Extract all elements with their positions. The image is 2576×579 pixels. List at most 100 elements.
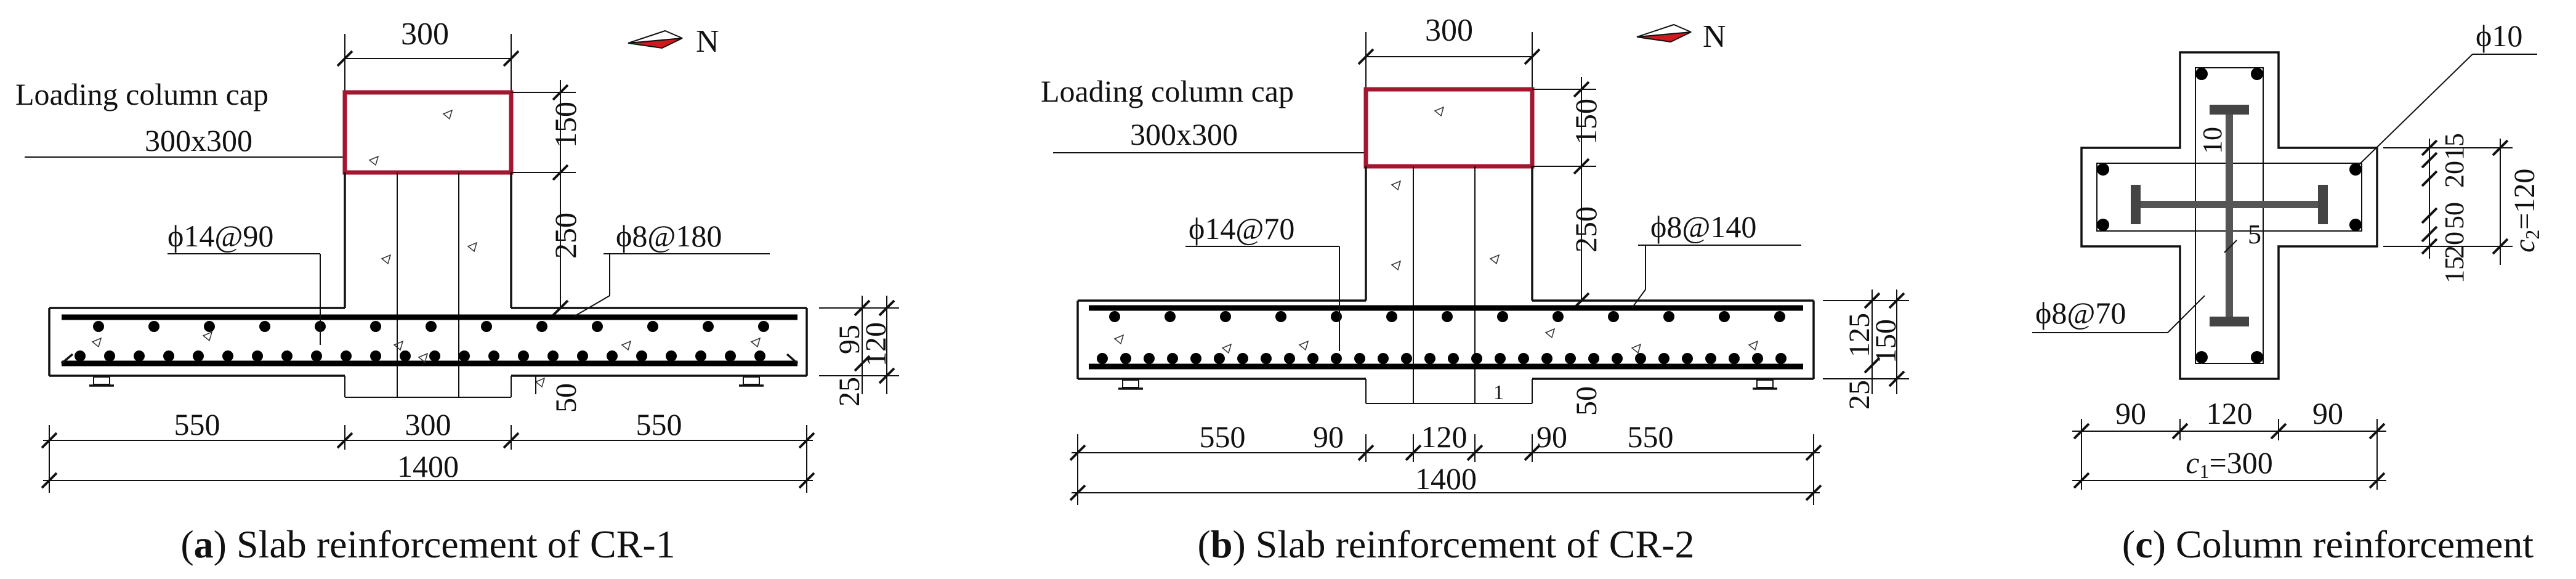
right-dims [2383,139,2513,265]
column-stub [344,172,512,398]
rebar-dot [222,350,233,362]
rebar-dot [488,350,499,362]
support-left-icon [1118,379,1143,390]
phi10-label: ϕ10 [2476,18,2522,53]
rebar-dot [1552,311,1564,322]
c1-dim: c1=300 [2186,445,2272,482]
rebar-dot [1144,353,1155,364]
rebar-dot [1565,353,1576,364]
dim-120: 120 [2207,396,2253,431]
phi8-label: ϕ8@70 [2035,296,2126,330]
dim-300: 300 [405,407,451,442]
rebar-dot [1220,311,1231,322]
rebar-bottom-label: ϕ14@90 [168,219,273,253]
steel-section-vertical [2210,105,2249,326]
rebar-dot [1719,311,1730,322]
dim-120: 120 [1421,419,1468,454]
rebar-dot [426,321,437,332]
rebar-dot [481,321,492,332]
top-rebar-dots [93,321,769,332]
cap-label-line2: 300x300 [145,123,252,158]
rebar-dot [1097,353,1108,364]
dim-90-left: 90 [2115,396,2146,431]
right-dim-2: 50 [2439,202,2469,229]
rebar-dot [1284,353,1295,364]
rebar-dot [1331,353,1342,364]
dim-550-left: 550 [1200,419,1246,454]
column-section-outline [2080,51,2378,380]
dim-5-tick [2224,240,2237,253]
dim-90-left: 90 [1313,419,1344,454]
dim-5: 5 [2248,219,2261,249]
dim-total: 1400 [1415,461,1477,496]
loading-column-cap [342,90,514,175]
rebar-dot [370,321,381,332]
rebar-dot [252,350,263,362]
dim-125: 125 [1843,313,1876,357]
corner-bars [2097,68,2362,363]
c2-dim: c2=120 [2508,169,2543,253]
rebar-dot [1386,311,1397,322]
rebar-dot [647,321,658,332]
rebar-dot [1497,311,1508,322]
caption-c: (c) Column reinforcement [2122,522,2534,566]
rebar-dot [1109,311,1120,322]
rebar-dot [636,350,647,362]
slab-thickness-dims [819,296,899,394]
top-width-dimension [1357,32,1541,89]
right-dim-0: 15 [2439,133,2469,160]
rebar-bottom-label: ϕ14@70 [1189,211,1294,246]
dim-550-left: 550 [174,407,220,442]
bar-hooks [60,353,799,365]
rebar-dot [1448,353,1459,364]
loading-column-cap [1363,87,1535,169]
rebar-dot [1442,311,1453,322]
rebar-dot [1752,353,1763,364]
rebar-dot [134,350,145,362]
dim-10: 10 [2197,127,2227,154]
dim-550-right: 550 [1628,419,1674,454]
rebar-dot [1424,353,1435,364]
rebar-top-label: ϕ8@180 [616,219,722,253]
rebar-dot [1541,353,1552,364]
rebar-dot [1120,353,1131,364]
dim-150-right: 150 [1870,319,1902,363]
caption-a: (a) Slab reinforcement of CR-1 [180,522,675,566]
rebar-dot [281,350,293,362]
cap-label-line1: Loading column cap [15,77,269,111]
top-rebar-dots [1109,311,1785,322]
panel-b: N 300 Loading column cap 300x300 [1041,13,1909,566]
dim-550-right: 550 [636,407,682,442]
dim-150: 150 [548,102,583,148]
rebar-dot [204,321,215,332]
panel-a: N 300 Loading column cap 300x300 [15,17,899,566]
dim-1: 1 [1493,381,1504,404]
rebar-dot [1471,353,1482,364]
rebar-top-label: ϕ8@140 [1650,209,1756,244]
slab-outline [48,307,808,377]
dim-250: 250 [1569,206,1603,253]
vertical-dims [511,80,576,317]
rebar-dot [703,321,714,332]
rebar-dot [1663,311,1674,322]
panel-c: 10 5 ϕ10 ϕ8@70 15 20 50 [2032,18,2543,566]
rebar-dot [163,350,174,362]
dim-90-right: 90 [2312,396,2343,431]
rebar-dot [1237,353,1248,364]
rebar-dot [1378,353,1389,364]
rebar-dot [429,350,440,362]
rebar-dot [1705,353,1716,364]
rebar-dot [695,350,706,362]
rebar-dot [1682,353,1693,364]
dim-25: 25 [1843,380,1876,410]
rebar-dot [193,350,204,362]
top-width-dimension [336,34,520,92]
caption-b: (b) Slab reinforcement of CR-2 [1198,522,1695,566]
rebar-dot [1165,311,1176,322]
vertical-dims [1532,77,1596,309]
right-dim-1: 20 [2439,161,2469,188]
rebar-dot [400,350,411,362]
rebar-dot [577,350,588,362]
rebar-dot [725,350,736,362]
